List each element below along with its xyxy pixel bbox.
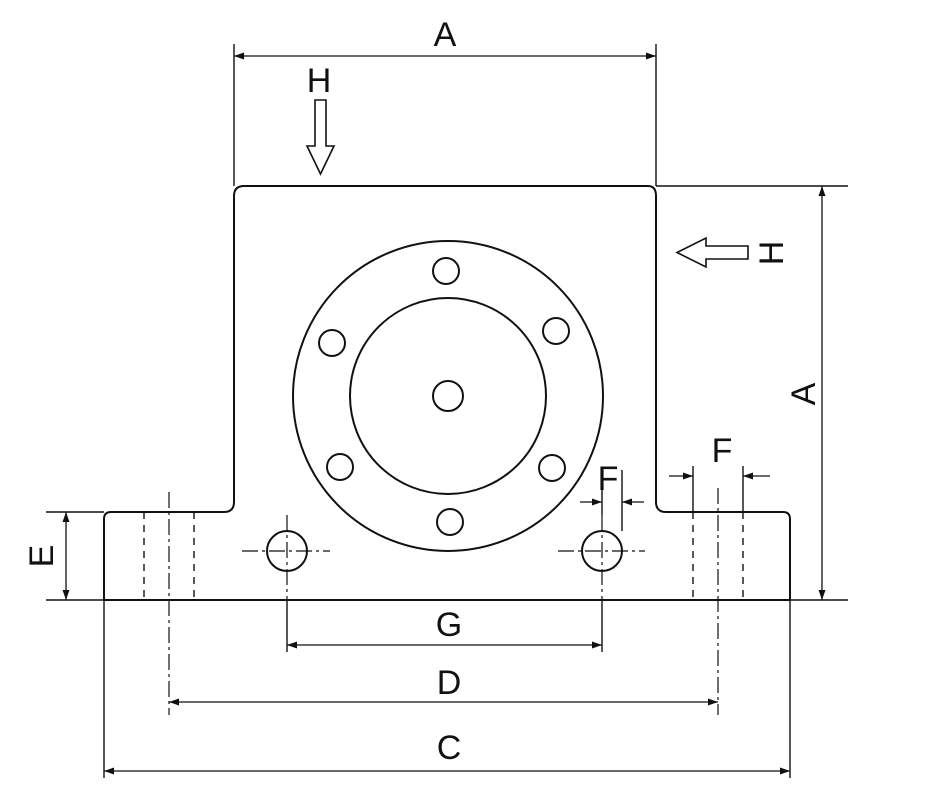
body-outline: [103, 185, 791, 601]
label-c: C: [437, 729, 462, 767]
bolt-hole-upper-left: [318, 329, 346, 357]
label-h-side: H: [753, 241, 791, 266]
extension-lines: [46, 44, 848, 778]
flange-outer-circle: [292, 240, 604, 552]
mount-hole-right-centerlines: [558, 515, 645, 600]
label-e: E: [23, 545, 61, 568]
flange-inner-circle: [349, 297, 547, 495]
label-g: G: [436, 606, 462, 644]
label-d: D: [437, 664, 462, 702]
bolt-hole-lower-right: [538, 454, 566, 482]
label-a-top: A: [434, 16, 457, 54]
h-down-arrow-icon: [305, 99, 336, 176]
left-slot-hidden-lines: [143, 512, 195, 600]
label-f-right: F: [712, 432, 733, 470]
flange-center-hole: [432, 380, 464, 412]
h-left-arrow-icon: [675, 236, 749, 269]
bolt-hole-lower-left: [326, 453, 354, 481]
bolt-hole-bottom: [436, 508, 464, 536]
label-h-top: H: [307, 62, 332, 100]
label-f-left: F: [598, 460, 619, 498]
bolt-hole-top: [432, 257, 460, 285]
bolt-hole-upper-right: [542, 317, 570, 345]
label-a-side: A: [785, 382, 823, 405]
mount-hole-left-centerlines: [242, 515, 330, 600]
right-slot-hidden-lines: [692, 512, 744, 600]
